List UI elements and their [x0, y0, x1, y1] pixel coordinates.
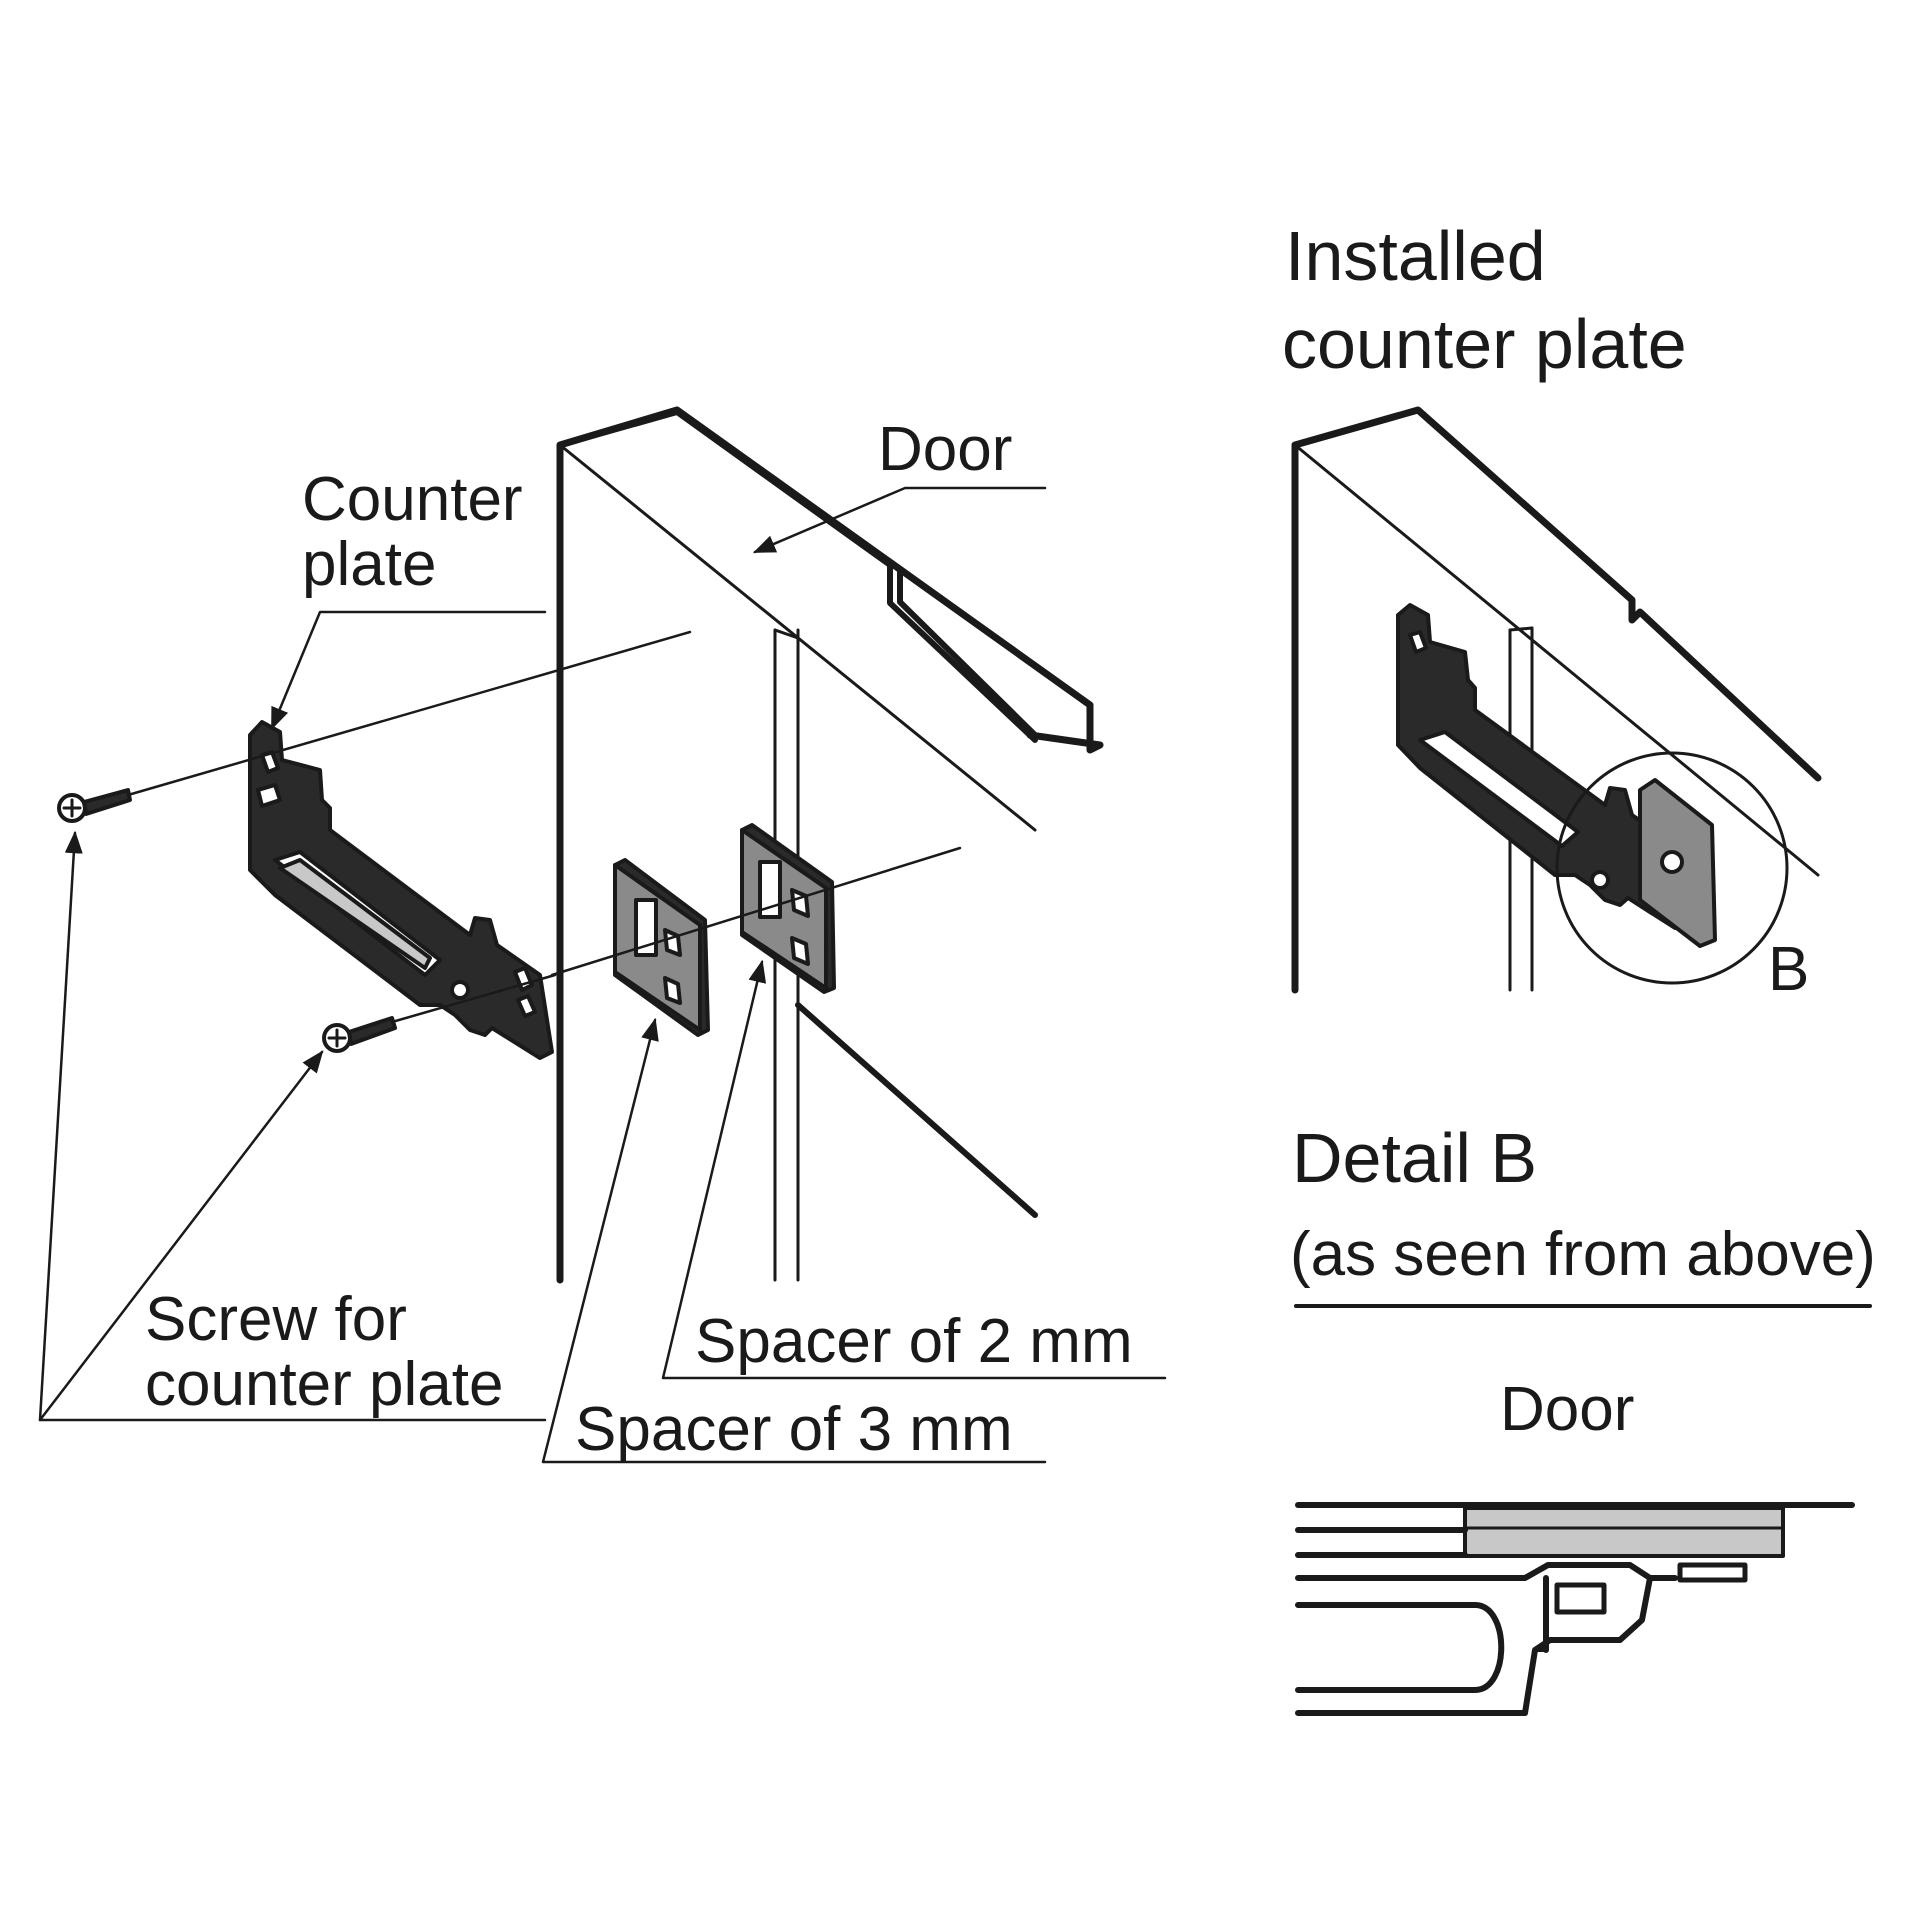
counter-plate-installed: [1396, 603, 1717, 948]
detail-b-circle: [1555, 751, 1789, 985]
detail-b-section: [1295, 1502, 1855, 1716]
spacer-2mm-part: [740, 823, 836, 994]
leader-spacer-3mm: [541, 1017, 1047, 1464]
label-counter-plate-line1: Counter: [302, 465, 523, 534]
label-spacer-3mm: Spacer of 3 mm: [575, 1395, 1013, 1464]
leader-counter-plate: [270, 610, 547, 731]
assembly-axis-lines: [126, 630, 962, 1024]
label-door-main: Door: [878, 415, 1012, 484]
screw-top: [57, 788, 132, 823]
door-panel-main: [556, 406, 1104, 1284]
spacer-3mm-part: [613, 858, 710, 1037]
label-screw-line1: Screw for: [145, 1285, 407, 1354]
label-installed-line1: Installed: [1285, 217, 1546, 295]
label-detail-title: Detail B: [1292, 1119, 1537, 1197]
label-counter-plate-line2: plate: [302, 530, 436, 599]
door-top-edge: [557, 409, 1038, 743]
label-screw-line2: counter plate: [145, 1350, 503, 1419]
leader-spacer-2mm: [661, 959, 1167, 1380]
leader-door: [752, 486, 1047, 554]
screw-bottom: [322, 1016, 397, 1053]
label-installed-line2: counter plate: [1282, 305, 1687, 383]
label-detail-door: Door: [1500, 1375, 1634, 1444]
door-panel-installed: [1291, 406, 1822, 994]
counter-plate-part: [248, 720, 554, 1060]
label-spacer-2mm: Spacer of 2 mm: [695, 1307, 1133, 1376]
label-detail-subtitle: (as seen from above): [1290, 1220, 1876, 1289]
label-detail-b-marker: B: [1768, 935, 1809, 1004]
leader-screws: [38, 830, 547, 1422]
